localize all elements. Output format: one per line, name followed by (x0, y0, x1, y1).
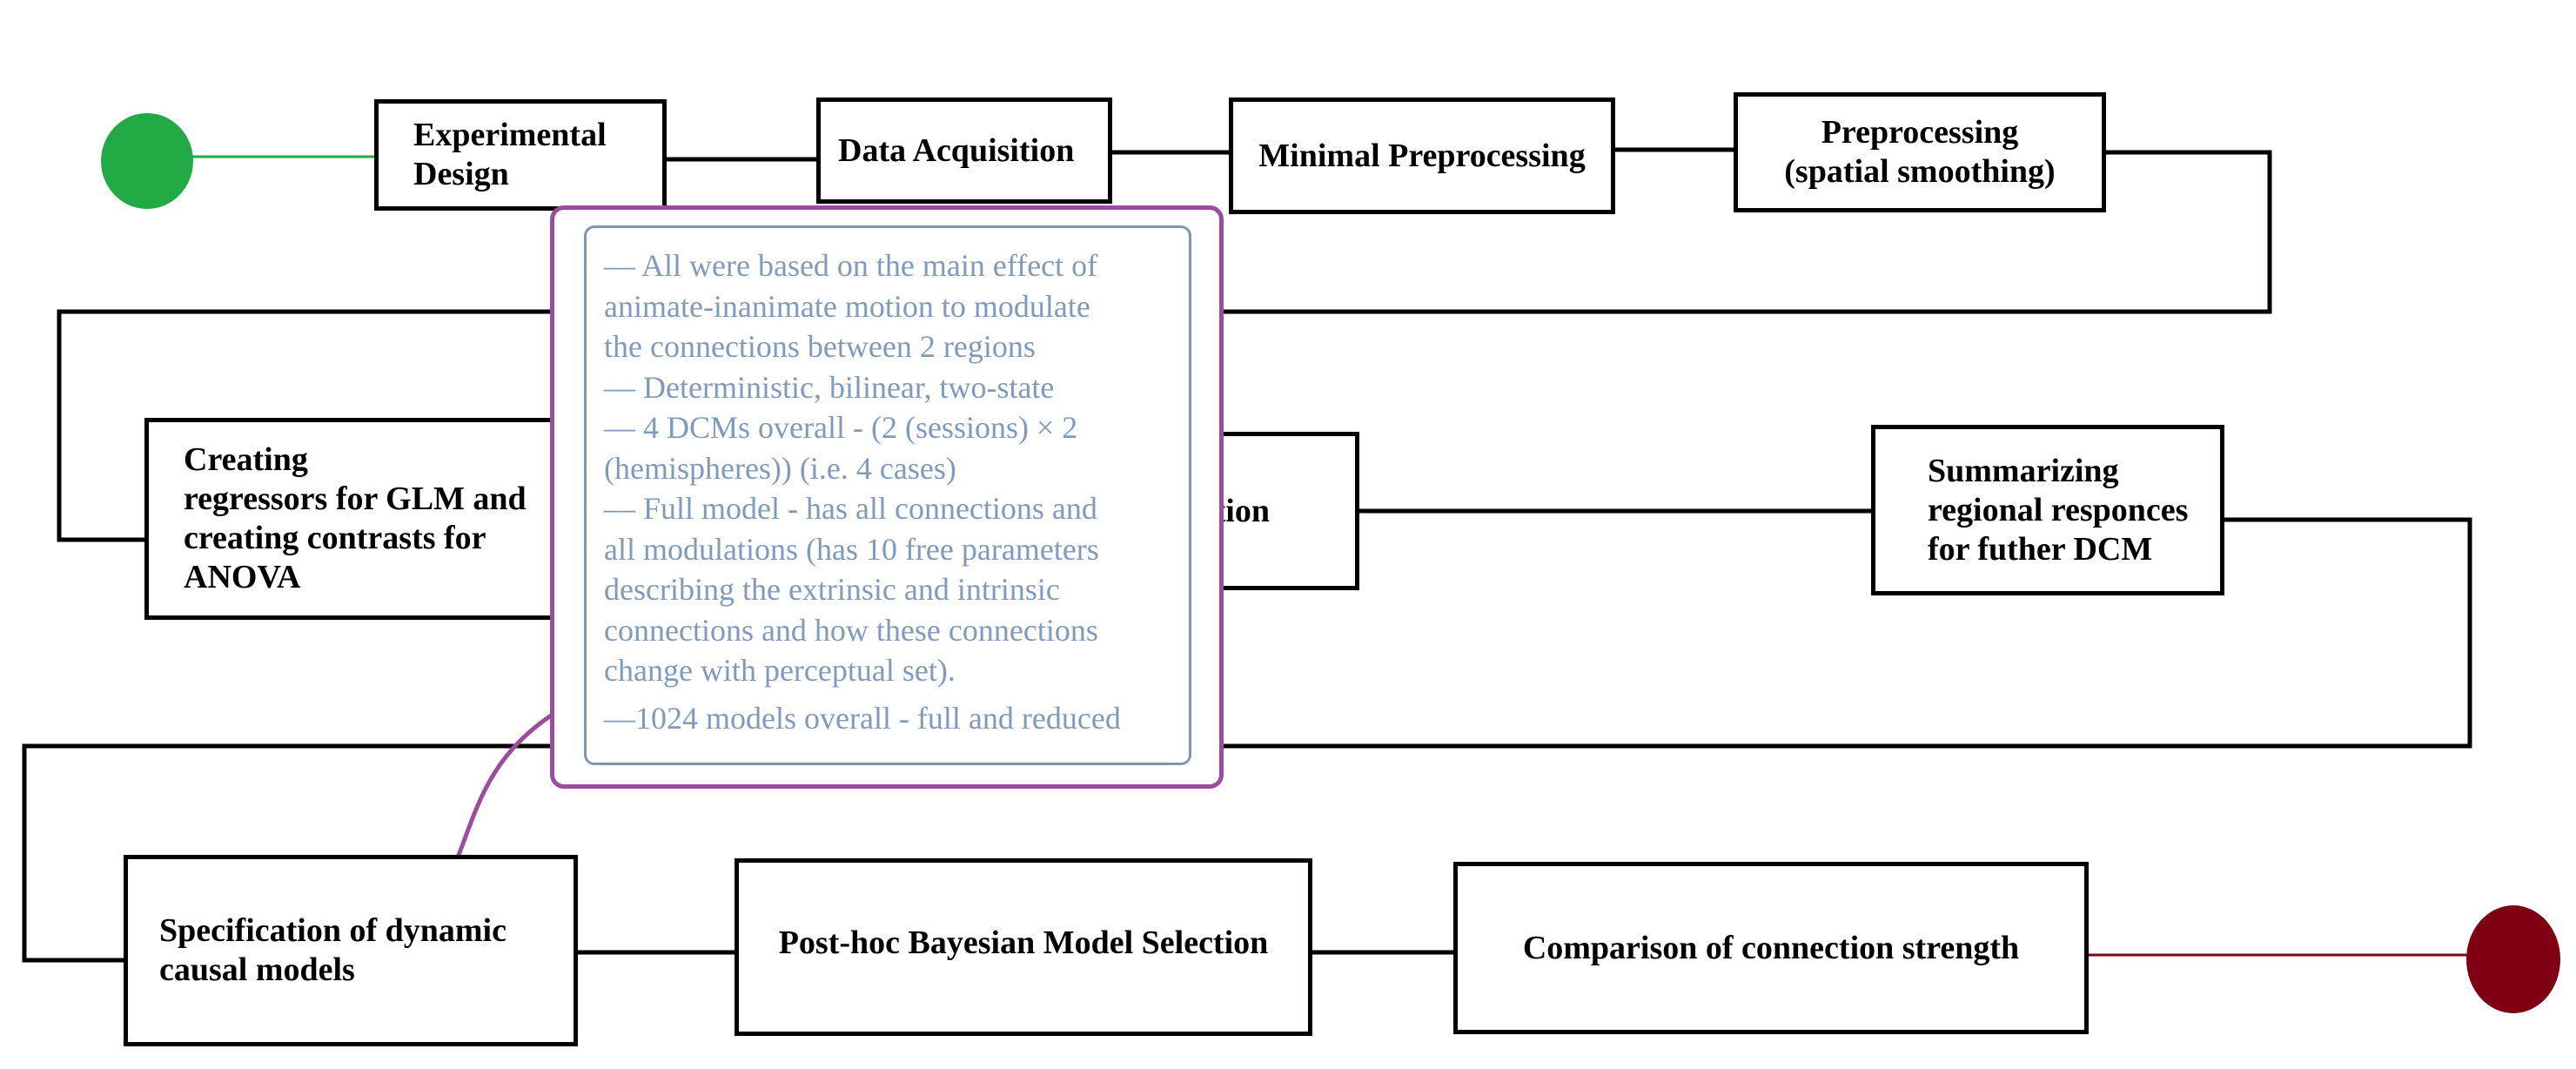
callout-pointer (453, 711, 555, 863)
callout-line: connections and how these connections (604, 612, 1098, 648)
dcm-notes-callout: — All were based on the main effect of a… (550, 205, 1224, 789)
node-minimal-preprocessing: Minimal Preprocessing (1229, 97, 1615, 214)
callout-line: — All were based on the main effect of (604, 248, 1098, 283)
node-minimal-preprocessing-label: Minimal Preprocessing (1258, 137, 1586, 174)
node-data-acquisition-label: Data Acquisition (838, 132, 1075, 169)
callout-line: animate-inanimate motion to modulate (604, 288, 1090, 324)
node-creating-regressors-label: Creating regressors for GLM and creating… (184, 441, 527, 595)
callout-line: (hemispheres)) (i.e. 4 cases) (604, 450, 956, 486)
callout-line: —1024 models overall - full and reduced (604, 700, 1121, 736)
callout-line: — Deterministic, bilinear, two-state (604, 369, 1055, 405)
node-summarizing-label: Summarizing regional responces for futhe… (1928, 452, 2189, 568)
node-specification-label: Specification of dynamic causal models (159, 912, 506, 988)
node-summarizing: Summarizing regional responces for futhe… (1871, 425, 2224, 595)
callout-line: — Full model - has all connections and (604, 491, 1097, 526)
start-node (101, 113, 193, 209)
node-bayesian-selection: Post-hoc Bayesian Model Selection (735, 858, 1312, 1036)
node-creating-regressors: Creating regressors for GLM and creating… (144, 418, 580, 620)
node-bayesian-selection-label: Post-hoc Bayesian Model Selection (778, 924, 1269, 961)
callout-line: the connections between 2 regions (604, 329, 1036, 364)
node-data-acquisition: Data Acquisition (816, 97, 1112, 204)
callout-line: all modulations (has 10 free parameters (604, 531, 1099, 567)
connector-summarizing-specification (22, 517, 2472, 963)
node-comparison-label: Comparison of connection strength (1522, 929, 2020, 966)
end-node (2466, 905, 2560, 1013)
node-preprocessing: Preprocessing (spatial smoothing) (1734, 92, 2106, 212)
dcm-notes-text: — All were based on the main effect of a… (584, 225, 1191, 765)
callout-line: change with perceptual set). (604, 653, 956, 688)
node-experimental-design: Experimental Design (374, 99, 667, 211)
node-comparison: Comparison of connection strength (1453, 862, 2089, 1034)
node-preprocessing-label: Preprocessing (spatial smoothing) (1784, 114, 2056, 190)
node-specification: Specification of dynamic causal models (124, 855, 578, 1046)
callout-line: — 4 DCMs overall - (2 (sessions) × 2 (604, 410, 1078, 445)
callout-line: describing the extrinsic and intrinsic (604, 572, 1060, 607)
node-experimental-design-label: Experimental Design (413, 117, 607, 192)
